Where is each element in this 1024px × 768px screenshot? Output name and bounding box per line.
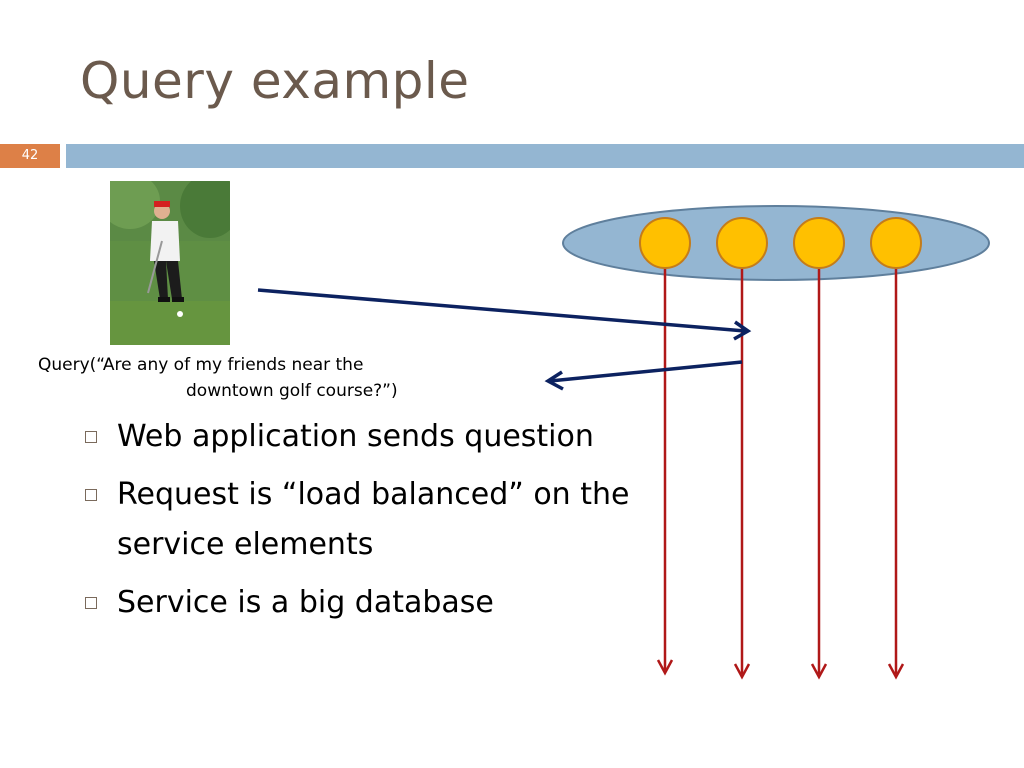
service-node-2 (716, 217, 768, 269)
square-bullet-icon (85, 597, 97, 609)
red-arrowhead-3 (810, 663, 828, 680)
slide-number: 42 (0, 144, 60, 168)
square-bullet-icon (85, 431, 97, 443)
bullet-item: Web application sends question (84, 412, 654, 462)
service-node-3 (793, 217, 845, 269)
square-bullet-icon (85, 489, 97, 501)
response-arrowhead (544, 370, 564, 391)
red-arrowhead-1 (656, 659, 674, 676)
request-arrow (257, 288, 746, 333)
response-arrow (549, 360, 743, 383)
bullet-text: Service is a big database (117, 585, 494, 620)
bullet-text: Request is “load balanced” on the servic… (117, 477, 630, 562)
query-line-2: downtown golf course?”) (186, 381, 398, 401)
red-arrowhead-4 (887, 663, 905, 680)
query-line-1: Query(“Are any of my friends near the (38, 355, 364, 375)
bullet-text: Web application sends question (117, 419, 594, 454)
page-title: Query example (80, 52, 470, 110)
header-bar (66, 144, 1024, 168)
service-node-1 (639, 217, 691, 269)
red-arrowhead-2 (733, 663, 751, 680)
bullet-item: Request is “load balanced” on the servic… (84, 470, 654, 570)
service-group-ellipse (562, 205, 990, 281)
service-node-4 (870, 217, 922, 269)
request-arrowhead (733, 320, 752, 341)
bullet-list: Web application sends question Request i… (84, 412, 654, 636)
golfer-photo (110, 181, 230, 345)
bullet-item: Service is a big database (84, 578, 654, 628)
